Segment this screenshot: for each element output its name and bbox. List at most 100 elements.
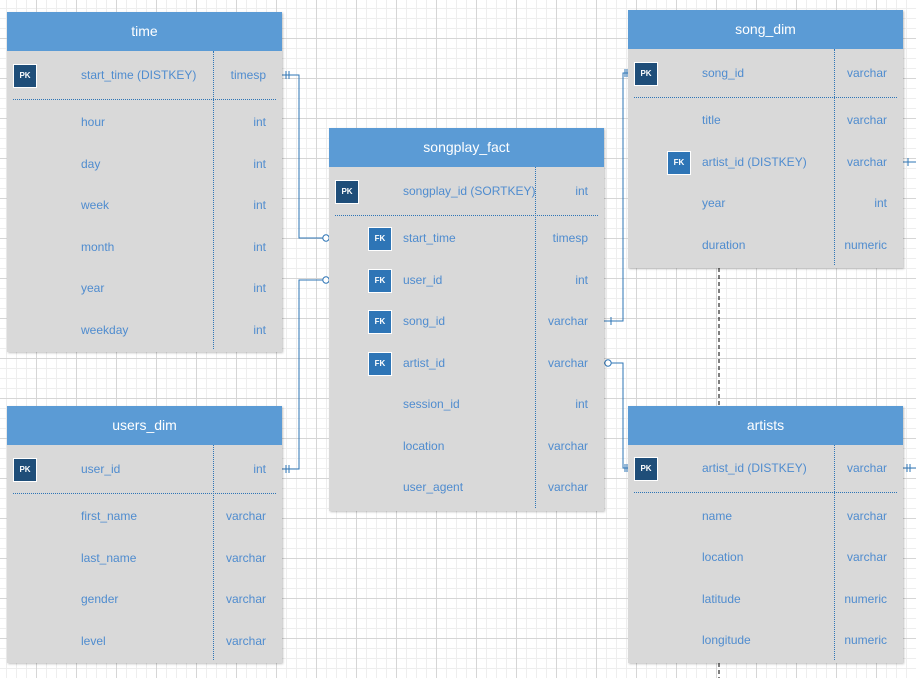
column-divider bbox=[213, 51, 214, 349]
column-divider bbox=[834, 49, 835, 265]
songplay-fact-entity[interactable]: songplay_fact PK songplay_id (SORTKEY) i… bbox=[329, 128, 604, 511]
field-row[interactable]: week int bbox=[7, 194, 282, 218]
field-name: artist_id (DISTKEY) bbox=[702, 155, 807, 169]
field-row[interactable]: title varchar bbox=[628, 109, 903, 133]
rel-time-songplay bbox=[282, 71, 337, 244]
field-name: location bbox=[403, 439, 445, 453]
pk-badge: PK bbox=[335, 180, 359, 204]
fk-badge: FK bbox=[368, 227, 392, 251]
field-type: varchar bbox=[225, 551, 266, 565]
field-type: varchar bbox=[846, 509, 887, 523]
field-row[interactable]: location varchar bbox=[329, 435, 604, 459]
field-row[interactable]: duration numeric bbox=[628, 234, 903, 258]
column-divider bbox=[834, 445, 835, 660]
field-row[interactable]: year int bbox=[628, 192, 903, 216]
field-name: weekday bbox=[81, 323, 129, 337]
song-dim-entity[interactable]: song_dim PK song_id varchar title varcha… bbox=[628, 10, 903, 268]
pk-badge: PK bbox=[634, 457, 658, 481]
column-divider bbox=[213, 445, 214, 660]
field-type: timesp bbox=[230, 68, 266, 82]
field-name: latitude bbox=[702, 592, 741, 606]
fk-badge: FK bbox=[368, 310, 392, 334]
field-name: longitude bbox=[702, 633, 751, 647]
field-name: year bbox=[702, 196, 726, 210]
field-name: week bbox=[81, 198, 110, 212]
fk-row[interactable]: FK artist_id (DISTKEY) varchar bbox=[628, 151, 903, 175]
fk-row[interactable]: FK user_id int bbox=[329, 269, 604, 293]
pk-row[interactable]: PK songplay_id (SORTKEY) int bbox=[329, 180, 604, 204]
field-row[interactable]: session_id int bbox=[329, 393, 604, 417]
pk-badge: PK bbox=[13, 458, 37, 482]
field-row[interactable]: hour int bbox=[7, 111, 282, 135]
field-name: level bbox=[81, 634, 106, 648]
field-row[interactable]: level varchar bbox=[7, 630, 282, 654]
field-type: varchar bbox=[846, 550, 887, 564]
field-row[interactable]: last_name varchar bbox=[7, 547, 282, 571]
field-row[interactable]: name varchar bbox=[628, 505, 903, 529]
pk-row[interactable]: PK user_id int bbox=[7, 458, 282, 482]
pk-badge: PK bbox=[13, 64, 37, 88]
artists-entity-title: artists bbox=[628, 406, 903, 445]
field-row[interactable]: location varchar bbox=[628, 546, 903, 570]
field-name: artist_id (DISTKEY) bbox=[702, 461, 807, 475]
pk-row[interactable]: PK artist_id (DISTKEY) varchar bbox=[628, 457, 903, 481]
pk-badge: PK bbox=[634, 62, 658, 86]
field-name: song_id bbox=[702, 66, 745, 80]
time-entity[interactable]: time PK start_time (DISTKEY) timesp hour… bbox=[7, 12, 282, 352]
field-type: int bbox=[253, 281, 266, 295]
fk-row[interactable]: FK start_time timesp bbox=[329, 227, 604, 251]
field-row[interactable]: gender varchar bbox=[7, 588, 282, 612]
field-name: user_agent bbox=[403, 480, 464, 494]
field-row[interactable]: month int bbox=[7, 236, 282, 260]
field-row[interactable]: first_name varchar bbox=[7, 505, 282, 529]
field-type: int bbox=[253, 323, 266, 337]
field-name: first_name bbox=[81, 509, 138, 523]
fk-row[interactable]: FK artist_id varchar bbox=[329, 352, 604, 376]
field-type: numeric bbox=[844, 238, 887, 252]
field-type: varchar bbox=[547, 356, 588, 370]
field-name: name bbox=[702, 509, 733, 523]
field-name: start_time bbox=[403, 231, 456, 245]
pk-divider bbox=[634, 492, 897, 493]
field-type: int bbox=[253, 462, 266, 476]
song-dim-entity-title: song_dim bbox=[628, 10, 903, 49]
field-type: int bbox=[575, 273, 588, 287]
fk-badge: FK bbox=[368, 269, 392, 293]
pk-row[interactable]: PK start_time (DISTKEY) timesp bbox=[7, 64, 282, 88]
users-dim-entity[interactable]: users_dim PK user_id int first_name varc… bbox=[7, 406, 282, 663]
rel-artists-offscreen bbox=[903, 464, 916, 472]
field-name: duration bbox=[702, 238, 746, 252]
pk-divider bbox=[13, 99, 276, 100]
artists-entity[interactable]: artists PK artist_id (DISTKEY) varchar n… bbox=[628, 406, 903, 663]
field-name: session_id bbox=[403, 397, 460, 411]
field-type: varchar bbox=[846, 461, 887, 475]
field-type: varchar bbox=[547, 314, 588, 328]
field-row[interactable]: weekday int bbox=[7, 319, 282, 343]
fk-badge: FK bbox=[667, 151, 691, 175]
fk-row[interactable]: FK song_id varchar bbox=[329, 310, 604, 334]
field-name: start_time (DISTKEY) bbox=[81, 68, 197, 82]
field-type: varchar bbox=[846, 66, 887, 80]
field-type: varchar bbox=[547, 480, 588, 494]
field-name: songplay_id (SORTKEY) bbox=[403, 184, 536, 198]
pk-divider bbox=[634, 97, 897, 98]
field-row[interactable]: longitude numeric bbox=[628, 629, 903, 653]
field-name: user_id bbox=[403, 273, 443, 287]
field-row[interactable]: year int bbox=[7, 277, 282, 301]
field-type: int bbox=[874, 196, 887, 210]
pk-divider bbox=[335, 215, 598, 216]
field-type: int bbox=[575, 184, 588, 198]
field-name: last_name bbox=[81, 551, 137, 565]
field-type: varchar bbox=[225, 592, 266, 606]
field-row[interactable]: day int bbox=[7, 153, 282, 177]
pk-row[interactable]: PK song_id varchar bbox=[628, 62, 903, 86]
column-divider bbox=[535, 167, 536, 508]
field-name: title bbox=[702, 113, 721, 127]
field-name: hour bbox=[81, 115, 106, 129]
field-type: timesp bbox=[552, 231, 588, 245]
field-type: int bbox=[253, 240, 266, 254]
field-row[interactable]: user_agent varchar bbox=[329, 476, 604, 500]
field-row[interactable]: latitude numeric bbox=[628, 588, 903, 612]
field-name: user_id bbox=[81, 462, 121, 476]
